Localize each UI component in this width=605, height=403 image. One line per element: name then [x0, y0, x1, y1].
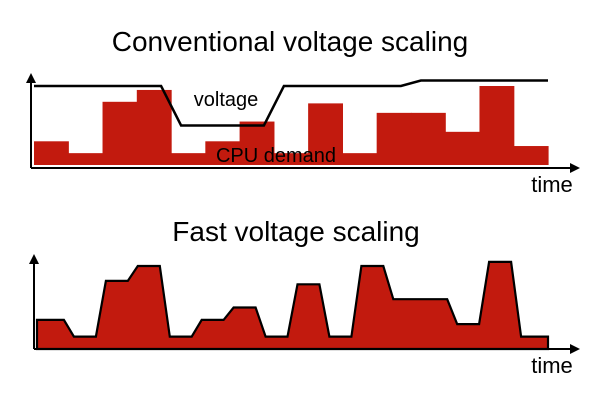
bottom-cpu-demand-area: [35, 260, 550, 351]
bottom-y-axis-arrow: [29, 254, 39, 264]
top-panel: Conventional voltage scaling voltage CPU…: [26, 26, 580, 197]
bottom-x-axis-label: time: [531, 353, 573, 378]
top-cpu-demand-bar: [342, 153, 378, 165]
bottom-axes: [29, 254, 580, 354]
bottom-x-axis-arrow: [570, 344, 580, 354]
top-cpu-demand-bar: [136, 89, 172, 165]
top-cpu-demand-bar: [376, 112, 412, 165]
top-cpu-demand-bar: [171, 153, 206, 165]
top-cpu-demand-label: CPU demand: [216, 145, 336, 167]
top-x-axis-label: time: [531, 172, 573, 197]
top-x-axis-arrow: [570, 163, 580, 173]
top-cpu-demand-bar: [479, 86, 515, 165]
top-cpu-demand-bar: [273, 153, 309, 165]
bottom-cpu-demand-shape: [35, 260, 550, 351]
top-cpu-demand-bar: [445, 131, 481, 165]
top-cpu-demand-bar: [102, 101, 138, 165]
top-cpu-demand-bar: [68, 153, 104, 165]
top-cpu-demand-bar: [513, 146, 549, 165]
top-cpu-demand-bar: [239, 121, 275, 165]
top-y-axis-arrow: [26, 73, 36, 83]
bottom-panel-title: Fast voltage scaling: [172, 216, 419, 247]
top-panel-title: Conventional voltage scaling: [112, 26, 468, 57]
top-voltage-line: [34, 79, 548, 127]
top-cpu-demand-bar: [34, 141, 69, 165]
top-cpu-demand-bar: [410, 112, 446, 165]
top-voltage-polyline: [34, 79, 548, 127]
top-cpu-demand-bar: [205, 141, 241, 165]
top-cpu-demand-bars: [34, 86, 549, 165]
bottom-panel: Fast voltage scaling time: [29, 216, 580, 378]
top-voltage-label: voltage: [194, 89, 259, 111]
top-cpu-demand-bar: [308, 103, 343, 165]
top-axes: [26, 73, 580, 173]
